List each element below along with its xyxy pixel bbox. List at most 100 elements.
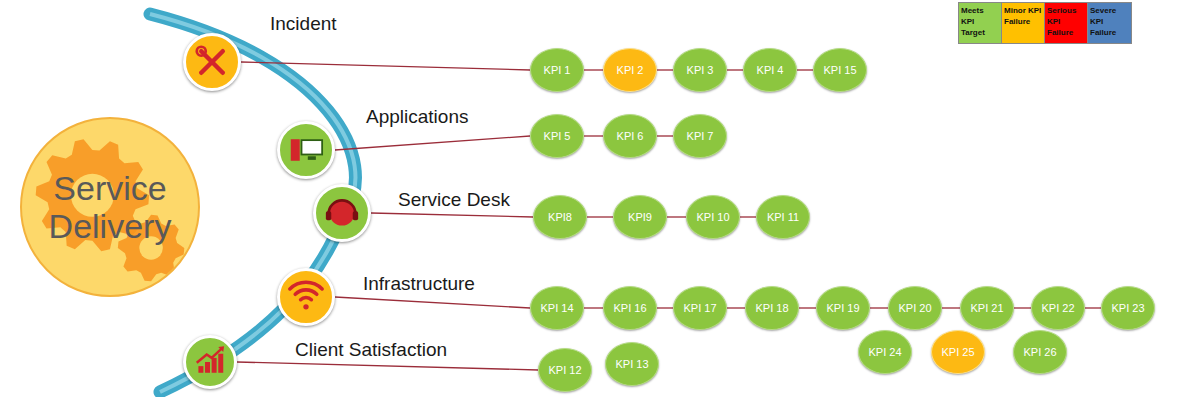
connector-line	[1014, 307, 1031, 308]
kpi-label: KPI 17	[683, 302, 716, 314]
kpi-circle: KPI 3	[673, 48, 727, 92]
legend-text: Minor KPI Failure	[1004, 5, 1042, 27]
legend: Meets KPI TargetMinor KPI FailureSerious…	[958, 2, 1132, 44]
kpi-circle: KPI9	[613, 195, 667, 239]
connector-line	[657, 135, 673, 136]
legend-swatch: Meets KPI Target	[959, 3, 1002, 43]
kpi-label: KPI 19	[826, 302, 859, 314]
connector-line	[870, 307, 888, 308]
kpi-circle: KPI 24	[858, 330, 912, 374]
category-label: Service Desk	[396, 189, 512, 211]
kpi-label: KPI 20	[898, 302, 931, 314]
legend-swatch: Minor KPI Failure	[1002, 3, 1045, 43]
connector-line	[241, 62, 530, 70]
category-icon: Infrastructure	[277, 268, 335, 326]
connector-line	[797, 69, 813, 70]
category-icon: Client Satisfaction	[183, 335, 237, 389]
kpi-circle: KPI 25	[931, 330, 985, 374]
legend-swatch: Severe KPI Failure	[1088, 3, 1131, 43]
kpi-circle: KPI 26	[1013, 330, 1067, 374]
kpi-circle: KPI 2	[603, 48, 657, 92]
connector-line	[335, 297, 530, 308]
kpi-circle: KPI 13	[605, 342, 659, 386]
kpi-circle: KPI 17	[673, 286, 727, 330]
category-icon: Service Desk	[313, 184, 371, 242]
kpi-label: KPI 3	[687, 64, 714, 76]
connector-line	[942, 307, 960, 308]
category-glyph	[186, 338, 234, 386]
kpi-label: KPI 2	[617, 64, 644, 76]
kpi-circle: KPI 4	[743, 48, 797, 92]
kpi-circle: KPI 6	[603, 114, 657, 158]
kpi-circle: KPI 22	[1031, 286, 1085, 330]
category-icon: Incident	[183, 33, 241, 91]
service-delivery-hub: Service Delivery	[20, 117, 200, 297]
connector-line	[584, 69, 603, 70]
kpi-circle: KPI 1	[530, 48, 584, 92]
kpi-label: KPI8	[548, 211, 572, 223]
kpi-label: KPI9	[628, 211, 652, 223]
category-glyph	[280, 271, 332, 323]
kpi-label: KPI 23	[1111, 302, 1144, 314]
kpi-circle: KPI 20	[888, 286, 942, 330]
category-icon: Applications	[277, 121, 335, 179]
category-glyph	[316, 187, 368, 239]
kpi-label: KPI 25	[941, 346, 974, 358]
kpi-label: KPI 13	[615, 358, 648, 370]
kpi-label: KPI 1	[544, 64, 571, 76]
kpi-circle: KPI 16	[603, 286, 657, 330]
kpi-circle: KPI 11	[756, 195, 810, 239]
legend-text: Meets KPI Target	[961, 5, 999, 38]
kpi-circle: KPI 10	[686, 195, 740, 239]
kpi-label: KPI 15	[823, 64, 856, 76]
connector-line	[371, 213, 533, 217]
connector-line	[1085, 307, 1101, 308]
legend-text: Severe KPI Failure	[1090, 5, 1129, 38]
legend-text: Serious KPI Failure	[1047, 5, 1085, 38]
kpi-label: KPI 12	[548, 364, 581, 376]
kpi-circle: KPI 5	[530, 114, 584, 158]
kpi-label: KPI 22	[1041, 302, 1074, 314]
kpi-label: KPI 11	[767, 211, 799, 223]
kpi-label: KPI 6	[617, 130, 644, 142]
connector-line	[727, 307, 745, 308]
kpi-label: KPI 7	[687, 130, 714, 142]
hub-title: Service Delivery	[35, 169, 185, 245]
category-glyph	[280, 124, 332, 176]
kpi-circle: KPI 14	[530, 286, 584, 330]
kpi-label: KPI 10	[696, 211, 729, 223]
kpi-circle: KPI 21	[960, 286, 1014, 330]
connector-line	[335, 136, 530, 150]
kpi-circle: KPI 7	[673, 114, 727, 158]
kpi-circle: KPI 18	[745, 286, 799, 330]
kpi-circle: KPI 15	[813, 48, 867, 92]
kpi-circle: KPI8	[533, 195, 587, 239]
connector-line	[657, 307, 673, 308]
kpi-label: KPI 14	[540, 302, 573, 314]
kpi-circle: KPI 23	[1101, 286, 1155, 330]
connector-line	[667, 216, 686, 217]
connector-line	[584, 307, 603, 308]
connector-line	[799, 307, 816, 308]
kpi-label: KPI 21	[970, 302, 1003, 314]
kpi-label: KPI 18	[755, 302, 788, 314]
connector-line	[237, 362, 538, 370]
kpi-label: KPI 26	[1023, 346, 1056, 358]
category-label: Infrastructure	[361, 273, 477, 295]
kpi-circle: KPI 19	[816, 286, 870, 330]
kpi-label: KPI 4	[757, 64, 784, 76]
category-label: Client Satisfaction	[293, 339, 449, 361]
connector-line	[584, 135, 603, 136]
connector-line	[727, 69, 743, 70]
connector-line	[587, 216, 613, 217]
category-label: Applications	[364, 106, 470, 128]
category-label: Incident	[268, 13, 339, 35]
legend-swatch: Serious KPI Failure	[1045, 3, 1088, 43]
connector-line	[740, 216, 756, 217]
kpi-circle: KPI 12	[538, 348, 592, 392]
kpi-label: KPI 5	[544, 130, 571, 142]
kpi-label: KPI 24	[868, 346, 901, 358]
category-glyph	[186, 36, 238, 88]
kpi-label: KPI 16	[613, 302, 646, 314]
